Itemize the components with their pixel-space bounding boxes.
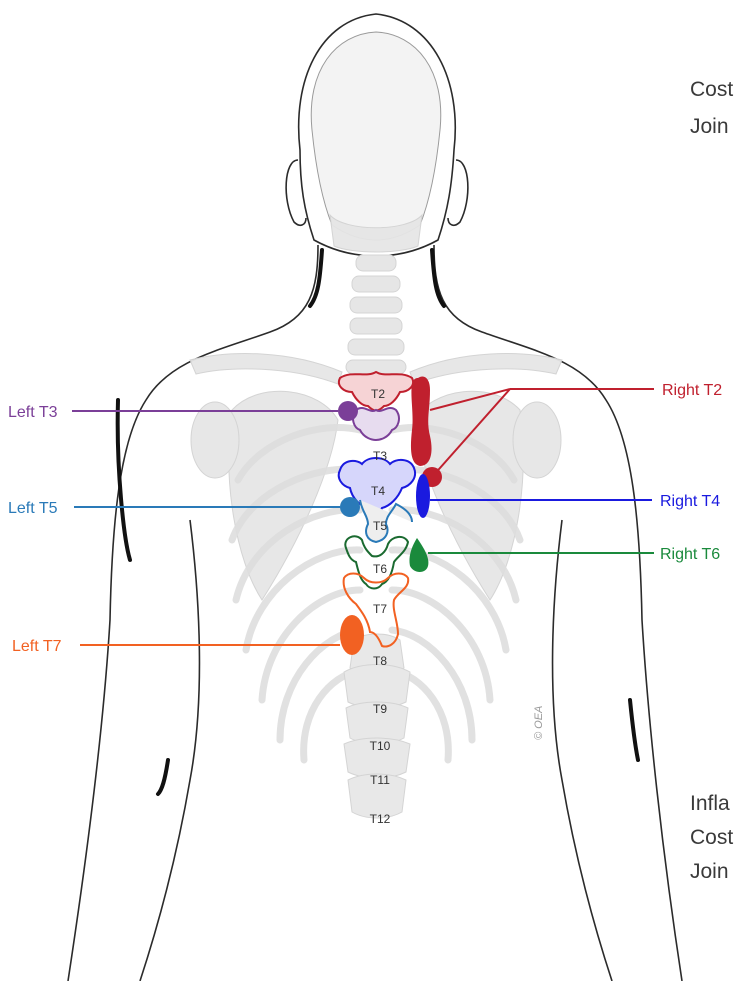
- hairline: [311, 32, 441, 240]
- bottom-caption-line-3: Join: [690, 860, 729, 883]
- left-arm-accent: [118, 400, 130, 560]
- right-arm-accent: [630, 700, 638, 760]
- bottom-caption-line-1: Infla: [690, 792, 730, 815]
- cervical-vertebra: [352, 276, 400, 292]
- top-caption-line-2: Join: [690, 115, 729, 138]
- vertebra-label-t4: T4: [371, 484, 385, 498]
- cervical-vertebra: [348, 339, 404, 355]
- vertebra-label-t9: T9: [373, 702, 387, 716]
- right-clavicle: [410, 354, 562, 384]
- label-left-t7: Left T7: [12, 638, 62, 655]
- right-humeral-head: [513, 402, 561, 478]
- left-clavicle: [190, 354, 342, 384]
- cervical-vertebra: [350, 297, 402, 313]
- vertebra-label-t5: T5: [373, 519, 387, 533]
- top-caption-line-1: Cost: [690, 78, 733, 101]
- label-right-t4: Right T4: [660, 493, 720, 510]
- vertebra-label-t7: T7: [373, 602, 387, 616]
- vertebra-label-t12: T12: [370, 812, 391, 826]
- label-right-t6: Right T6: [660, 546, 720, 563]
- right-ear: [448, 160, 468, 225]
- cervical-vertebra: [350, 318, 402, 334]
- label-left-t5: Left T5: [8, 500, 58, 517]
- cervical-vertebra: [356, 255, 396, 271]
- left-t7-marker: [340, 615, 364, 655]
- right-t4-marker: [416, 474, 430, 518]
- vertebra-label-t2: T2: [371, 387, 385, 401]
- copyright-mark: © OEA: [533, 706, 545, 740]
- left-t3-marker: [338, 401, 358, 421]
- left-humeral-head: [191, 402, 239, 478]
- left-t5-marker: [340, 497, 360, 517]
- label-left-t3: Left T3: [8, 404, 58, 421]
- bottom-caption-line-2: Cost: [690, 826, 733, 849]
- vertebra-label-t3: T3: [373, 449, 387, 463]
- vertebra-label-t8: T8: [373, 654, 387, 668]
- cervical-spine: [346, 255, 406, 374]
- vertebra-label-t6: T6: [373, 562, 387, 576]
- right-torso-line: [553, 520, 612, 981]
- right-t6-marker: [409, 538, 428, 572]
- label-right-t2: Right T2: [662, 382, 722, 399]
- vertebra-t3-outline: [353, 408, 399, 440]
- left-torso-line: [140, 520, 199, 981]
- left-elbow-accent: [158, 760, 168, 794]
- vertebra-label-t11: T11: [370, 773, 390, 787]
- vertebra-label-t10: T10: [370, 739, 391, 753]
